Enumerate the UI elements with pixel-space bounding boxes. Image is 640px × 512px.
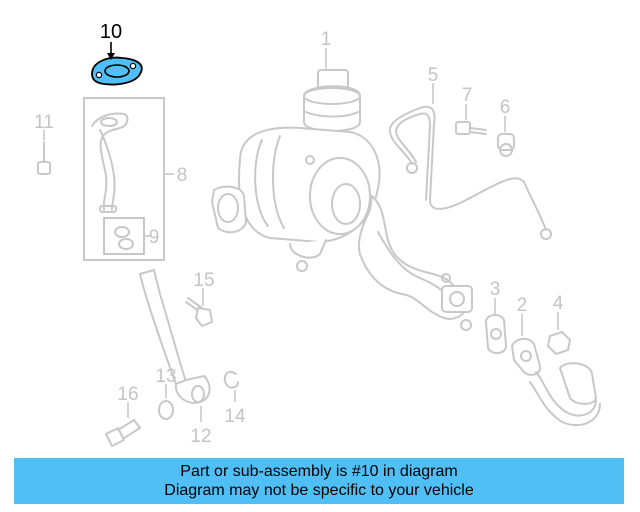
label-6[interactable]: 6 xyxy=(500,97,511,118)
label-10[interactable]: 10 xyxy=(100,21,122,43)
label-12[interactable]: 12 xyxy=(190,426,211,447)
part-16-banjo-bolt[interactable] xyxy=(105,419,141,447)
label-5[interactable]: 5 xyxy=(428,65,439,86)
label-9[interactable]: 9 xyxy=(149,227,160,248)
part-15-bolt[interactable] xyxy=(185,297,213,327)
part-1-turbocharger[interactable] xyxy=(211,69,473,331)
part-9-gasket-kit[interactable] xyxy=(103,217,145,255)
part-11-bolt[interactable] xyxy=(37,141,51,175)
label-16[interactable]: 16 xyxy=(117,384,138,405)
arrow-10 xyxy=(107,53,115,60)
label-4[interactable]: 4 xyxy=(553,293,564,314)
label-1[interactable]: 1 xyxy=(321,29,332,50)
label-2[interactable]: 2 xyxy=(517,295,528,316)
info-banner: Part or sub-assembly is #10 in diagram D… xyxy=(14,458,624,504)
part-12-oil-return-tube[interactable] xyxy=(139,269,211,404)
part-14-clip[interactable] xyxy=(223,370,239,389)
label-3[interactable]: 3 xyxy=(490,279,501,300)
parts-diagram: 10 8 9 11 xyxy=(34,21,601,447)
part-6-fitting[interactable] xyxy=(497,133,515,157)
part-13-o-ring[interactable] xyxy=(158,400,174,420)
part-4-nut[interactable] xyxy=(547,331,571,355)
banner-line-2: Diagram may not be specific to your vehi… xyxy=(164,482,474,499)
part-3-gasket[interactable] xyxy=(485,314,507,354)
label-8[interactable]: 8 xyxy=(177,165,188,186)
label-11[interactable]: 11 xyxy=(34,112,54,133)
banner-line-1: Part or sub-assembly is #10 in diagram xyxy=(180,463,458,480)
label-15[interactable]: 15 xyxy=(193,270,214,291)
label-13[interactable]: 13 xyxy=(155,366,176,387)
part-7-banjo-bolt[interactable] xyxy=(455,121,487,135)
part-10-gasket[interactable] xyxy=(91,56,143,86)
label-14[interactable]: 14 xyxy=(224,406,246,427)
part-2-pipe[interactable] xyxy=(511,338,601,427)
part-5-line[interactable] xyxy=(388,105,552,240)
label-7[interactable]: 7 xyxy=(462,85,473,106)
part-8-oil-feed-line[interactable] xyxy=(83,97,165,261)
